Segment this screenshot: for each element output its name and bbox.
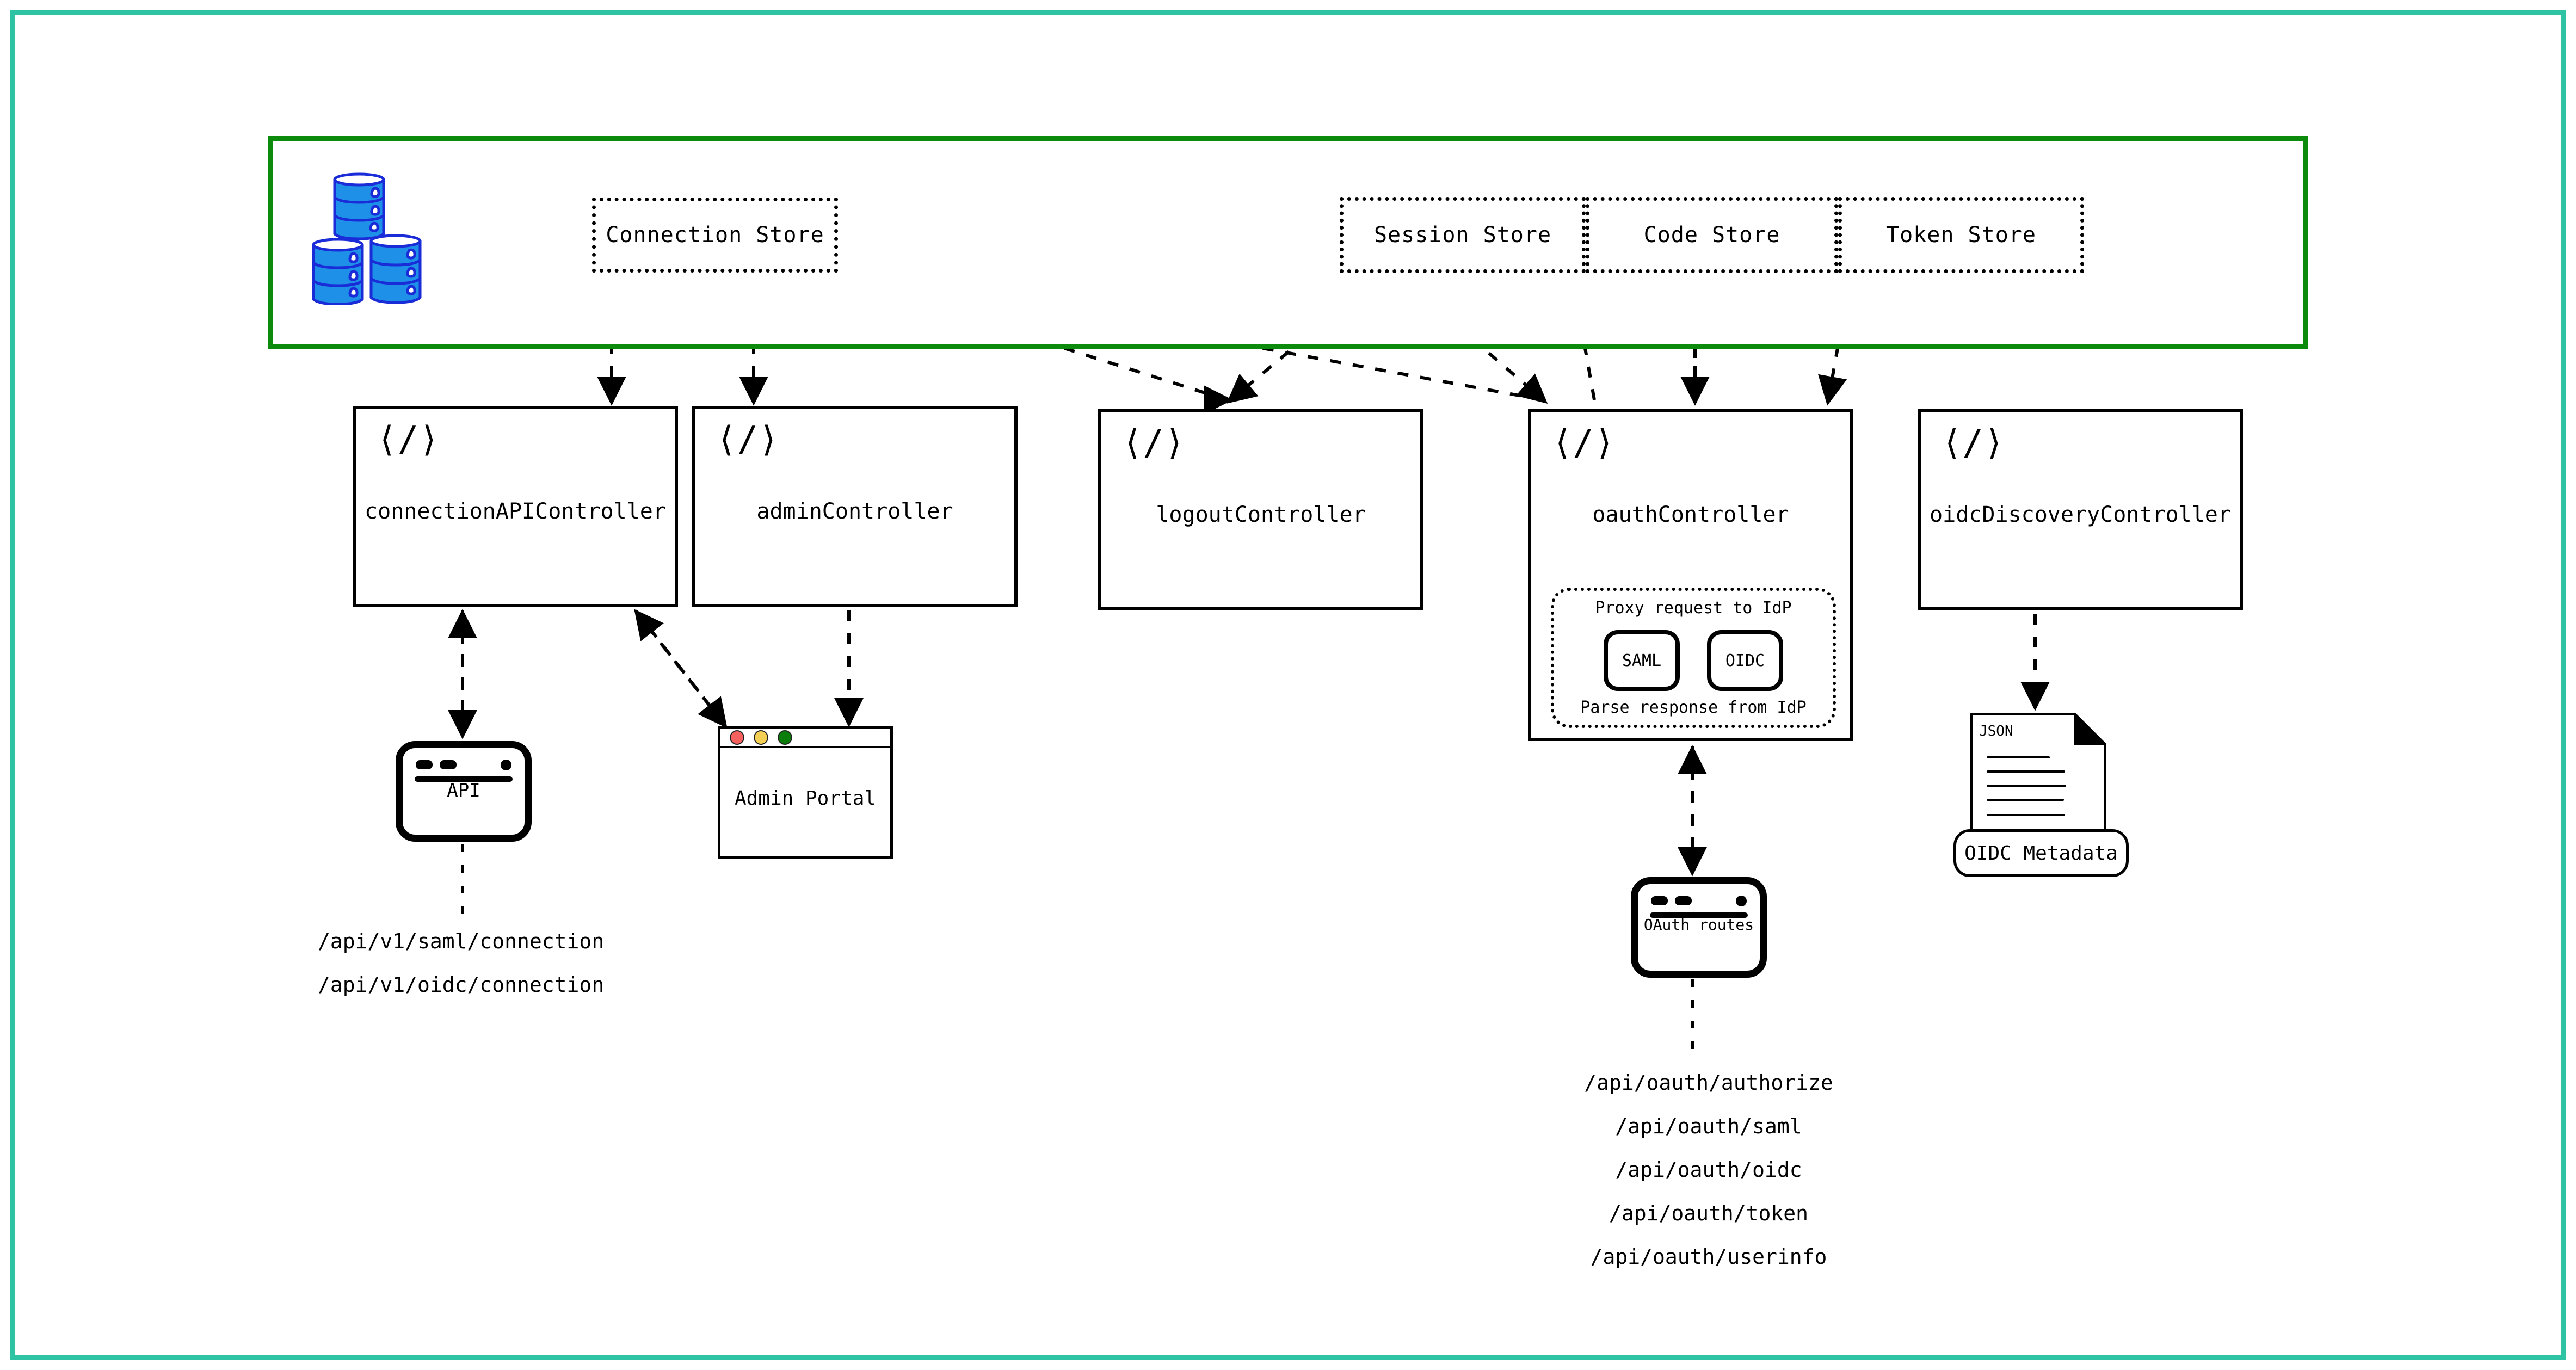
oauth-controller-label: oauthController (1592, 502, 1789, 527)
svg-text:JSON: JSON (1979, 723, 2013, 739)
logout-controller-label: logoutController (1156, 502, 1366, 527)
logout-controller[interactable]: ⟨/⟩ logoutController (1098, 409, 1423, 610)
admin-controller[interactable]: ⟨/⟩ adminController (692, 406, 1018, 607)
code-tag-icon: ⟨/⟩ (716, 419, 779, 460)
connection-store-label: Connection Store (606, 223, 824, 248)
connection-store[interactable]: Connection Store (592, 198, 838, 273)
window-dot-icon (501, 760, 511, 770)
saml-chip[interactable]: SAML (1604, 630, 1680, 691)
connection-path-item: /api/v1/oidc/connection (318, 973, 605, 997)
oauth-path-item: /api/oauth/token (1609, 1201, 1809, 1225)
window-button-icon (1651, 896, 1668, 905)
connection-api-controller-label: connectionAPIController (365, 499, 666, 524)
connection-paths-list: /api/v1/saml/connection /api/v1/oidc/con… (318, 919, 604, 1007)
oauth-path-item: /api/oauth/userinfo (1590, 1245, 1827, 1269)
admin-controller-label: adminController (756, 499, 953, 524)
admin-portal-label: Admin Portal (734, 787, 877, 810)
window-titlebar (720, 729, 890, 748)
oauth-path-item: /api/oauth/saml (1615, 1114, 1802, 1138)
connection-api-controller[interactable]: ⟨/⟩ connectionAPIController (353, 406, 678, 607)
oauth-routes-window[interactable]: OAuth routes (1631, 877, 1767, 978)
window-button-icon (1675, 896, 1692, 905)
window-button-icon (440, 760, 457, 769)
session-store-label: Session Store (1373, 223, 1552, 248)
arrow-portal-to-admin (634, 609, 725, 725)
page-frame (10, 10, 2566, 1360)
api-window-label: API (447, 779, 480, 801)
code-tag-icon: ⟨/⟩ (1552, 423, 1615, 463)
window-button-icon (416, 760, 433, 769)
oidc-metadata-chip[interactable]: OIDC Metadata (1953, 829, 2129, 877)
code-tag-icon: ⟨/⟩ (1122, 423, 1185, 463)
maximize-light-icon (778, 730, 792, 745)
oidc-chip-label: OIDC (1725, 651, 1765, 670)
oidc-discovery-controller[interactable]: ⟨/⟩ oidcDiscoveryController (1918, 409, 2243, 610)
idp-proxy-group: Proxy request to IdP SAML OIDC Parse res… (1551, 588, 1836, 728)
oauth-routes-label: OAuth routes (1643, 915, 1754, 934)
database-stack-icon (312, 172, 422, 305)
connection-path-item: /api/v1/saml/connection (318, 929, 605, 953)
window-divider (415, 776, 513, 782)
oidc-discovery-controller-label: oidcDiscoveryController (1930, 502, 2231, 527)
oidc-metadata-label: OIDC Metadata (1964, 842, 2118, 865)
oauth-path-item: /api/oauth/authorize (1584, 1071, 1833, 1095)
oauth-paths-list: /api/oauth/authorize /api/oauth/saml /ap… (1556, 1061, 1861, 1279)
code-store[interactable]: Code Store (1586, 197, 1838, 273)
token-store[interactable]: Token Store (1838, 197, 2084, 273)
oauth-path-item: /api/oauth/oidc (1615, 1158, 1802, 1182)
window-divider (1650, 912, 1748, 918)
code-tag-icon: ⟨/⟩ (1942, 423, 2005, 463)
token-store-label: Token Store (1886, 223, 2036, 248)
saml-chip-label: SAML (1622, 651, 1662, 670)
code-tag-icon: ⟨/⟩ (377, 419, 440, 460)
parse-response-label: Parse response from IdP (1580, 698, 1807, 717)
idp-chip-row: SAML OIDC (1554, 630, 1833, 691)
oauth-controller[interactable]: ⟨/⟩ oauthController Proxy request to IdP… (1528, 409, 1853, 741)
proxy-request-label: Proxy request to IdP (1595, 598, 1792, 618)
code-store-label: Code Store (1643, 223, 1780, 248)
session-store[interactable]: Session Store (1340, 197, 1586, 273)
close-light-icon (730, 730, 744, 745)
oidc-chip[interactable]: OIDC (1707, 630, 1783, 691)
window-dot-icon (1736, 896, 1747, 906)
admin-portal-window[interactable]: Admin Portal (718, 726, 893, 859)
api-browser-window[interactable]: API (396, 741, 532, 842)
minimize-light-icon (754, 730, 768, 745)
